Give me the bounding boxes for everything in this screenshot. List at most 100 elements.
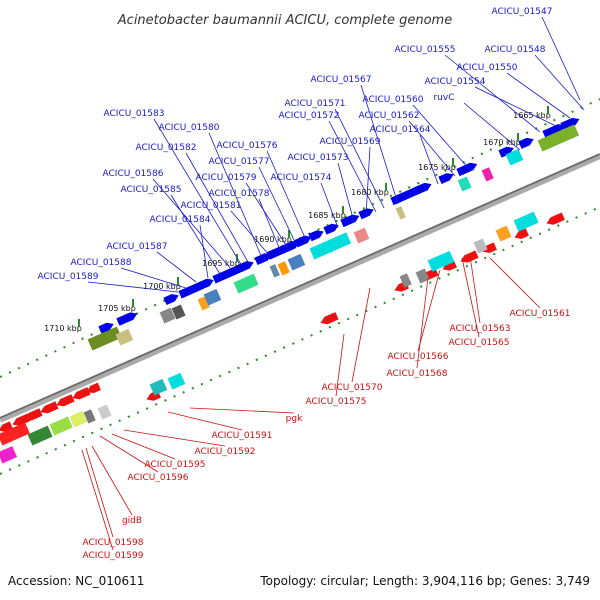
- forward-gene-arrow: [198, 278, 214, 290]
- forward-gene-label[interactable]: ACICU_01550: [457, 63, 518, 73]
- forward-gene-label[interactable]: ACICU_01560: [363, 95, 424, 105]
- reverse-gene-arrow: [86, 382, 101, 394]
- forward-gene-arrow: [438, 173, 454, 185]
- reverse-label-leader: [167, 411, 243, 431]
- forward-label-leader: [208, 132, 263, 259]
- forward-gene-label[interactable]: ruvC: [433, 93, 454, 103]
- forward-gene-label[interactable]: ACICU_01571: [285, 99, 346, 109]
- forward-label-leader: [152, 178, 233, 271]
- forward-gene-arrow: [308, 230, 324, 242]
- reverse-gene-label[interactable]: ACICU_01595: [145, 460, 206, 470]
- reverse-gene-label[interactable]: ACICU_01591: [212, 431, 273, 441]
- reverse-gene-label[interactable]: ACICU_01575: [306, 397, 367, 407]
- feature-block: [97, 404, 112, 420]
- forward-gene-label[interactable]: ACICU_01577: [209, 157, 270, 167]
- forward-gene-label[interactable]: ACICU_01582: [136, 143, 197, 153]
- forward-label-leader: [328, 120, 377, 213]
- forward-gene-label[interactable]: ACICU_01555: [395, 45, 456, 55]
- feature-block: [481, 167, 494, 182]
- reverse-gene-label[interactable]: ACICU_01592: [195, 447, 256, 457]
- feature-block: [395, 206, 406, 220]
- feature-block: [537, 124, 580, 152]
- genome-title: Acinetobacter baumannii ACICU, complete …: [117, 13, 452, 28]
- reverse-gene-label[interactable]: ACICU_01570: [322, 383, 383, 393]
- forward-gene-label[interactable]: ACICU_01547: [492, 7, 553, 17]
- feature-block: [309, 232, 352, 260]
- kbp-tick-label: 1695 kbp: [202, 259, 240, 268]
- forward-gene-label[interactable]: ACICU_01569: [320, 137, 381, 147]
- forward-label-leader: [258, 198, 281, 251]
- forward-gene-label[interactable]: ACICU_01562: [359, 111, 420, 121]
- forward-gene-label[interactable]: ACICU_01580: [159, 123, 220, 133]
- reverse-gene-arrow: [442, 259, 457, 271]
- forward-gene-label[interactable]: ACICU_01586: [103, 169, 164, 179]
- reverse-gene-label[interactable]: ACICU_01568: [387, 369, 448, 379]
- reverse-gene-arrow: [460, 250, 479, 263]
- kbp-tick-label: 1685 kbp: [308, 211, 346, 220]
- forward-label-leader: [534, 54, 585, 111]
- forward-gene-arrow: [163, 294, 179, 306]
- reverse-gene-arrow: [514, 228, 529, 239]
- forward-gene-arrow: [456, 162, 478, 177]
- forward-label-leader: [87, 281, 179, 293]
- reverse-label-leader: [189, 407, 295, 414]
- forward-gene-arrow: [542, 124, 566, 139]
- forward-gene-label[interactable]: ACICU_01585: [121, 185, 182, 195]
- forward-gene-label[interactable]: ACICU_01583: [104, 109, 165, 119]
- forward-gene-label[interactable]: ACICU_01578: [209, 189, 270, 199]
- forward-gene-label[interactable]: ACICU_01573: [288, 153, 349, 163]
- forward-label-leader: [360, 84, 399, 205]
- reverse-gene-label[interactable]: ACICU_01598: [83, 538, 144, 548]
- forward-label-leader: [463, 102, 521, 151]
- reverse-gene-label[interactable]: gidB: [122, 516, 142, 526]
- forward-gene-label[interactable]: ACICU_01554: [425, 77, 486, 87]
- forward-gene-label[interactable]: ACICU_01572: [279, 111, 340, 121]
- feature-block: [495, 225, 512, 242]
- kbp-tick-label: 1675 kbp: [418, 163, 456, 172]
- forward-gene-arrow: [323, 223, 339, 235]
- forward-gene-label[interactable]: ACICU_01564: [370, 125, 431, 135]
- feature-block: [353, 227, 370, 244]
- forward-label-leader: [444, 54, 541, 133]
- forward-gene-label[interactable]: ACICU_01588: [71, 258, 132, 268]
- feature-block: [233, 273, 259, 294]
- reverse-label-leader: [489, 257, 541, 309]
- genome-summary-text: Topology: circular; Length: 3,904,116 bp…: [259, 574, 590, 588]
- kbp-tick-label: 1670 kbp: [483, 138, 521, 147]
- feature-block: [149, 378, 168, 396]
- forward-gene-labels: ACICU_01547ACICU_01548ACICU_01550ACICU_0…: [38, 7, 585, 293]
- reverse-gene-label[interactable]: pgk: [286, 414, 303, 424]
- forward-gene-label[interactable]: ACICU_01548: [485, 45, 546, 55]
- forward-label-leader: [199, 224, 209, 279]
- forward-gene-arrow: [116, 312, 138, 326]
- forward-gene-label[interactable]: ACICU_01579: [196, 173, 257, 183]
- reverse-gene-label[interactable]: ACICU_01561: [510, 309, 571, 319]
- feature-color-blocks: [0, 124, 580, 464]
- forward-gene-label[interactable]: ACICU_01589: [38, 272, 99, 282]
- feature-block: [399, 273, 412, 288]
- feature-block: [0, 446, 18, 464]
- feature-block: [27, 425, 53, 446]
- forward-gene-label[interactable]: ACICU_01567: [311, 75, 372, 85]
- forward-gene-label[interactable]: ACICU_01587: [107, 242, 168, 252]
- forward-gene-label[interactable]: ACICU_01584: [150, 215, 211, 225]
- reverse-gene-arrow: [550, 212, 565, 224]
- reverse-gene-arrow: [40, 401, 59, 414]
- feature-block: [505, 148, 524, 166]
- reverse-gene-label[interactable]: ACICU_01563: [450, 324, 511, 334]
- reverse-gene-label[interactable]: ACICU_01596: [128, 473, 189, 483]
- reverse-label-leader: [111, 433, 176, 460]
- forward-gene-label[interactable]: ACICU_01574: [271, 173, 332, 183]
- reverse-gene-label[interactable]: ACICU_01599: [83, 551, 144, 561]
- forward-gene-label[interactable]: ACICU_01576: [217, 141, 278, 151]
- kbp-tick-label: 1665 kbp: [513, 111, 551, 120]
- forward-label-leader: [185, 152, 249, 263]
- feature-block: [159, 307, 176, 324]
- feature-block: [167, 372, 186, 390]
- feature-block: [171, 304, 186, 320]
- forward-gene-label[interactable]: ACICU_01581: [181, 201, 242, 211]
- reverse-gene-label[interactable]: ACICU_01565: [449, 338, 510, 348]
- forward-label-leader: [474, 86, 557, 127]
- reverse-label-leader: [461, 257, 480, 338]
